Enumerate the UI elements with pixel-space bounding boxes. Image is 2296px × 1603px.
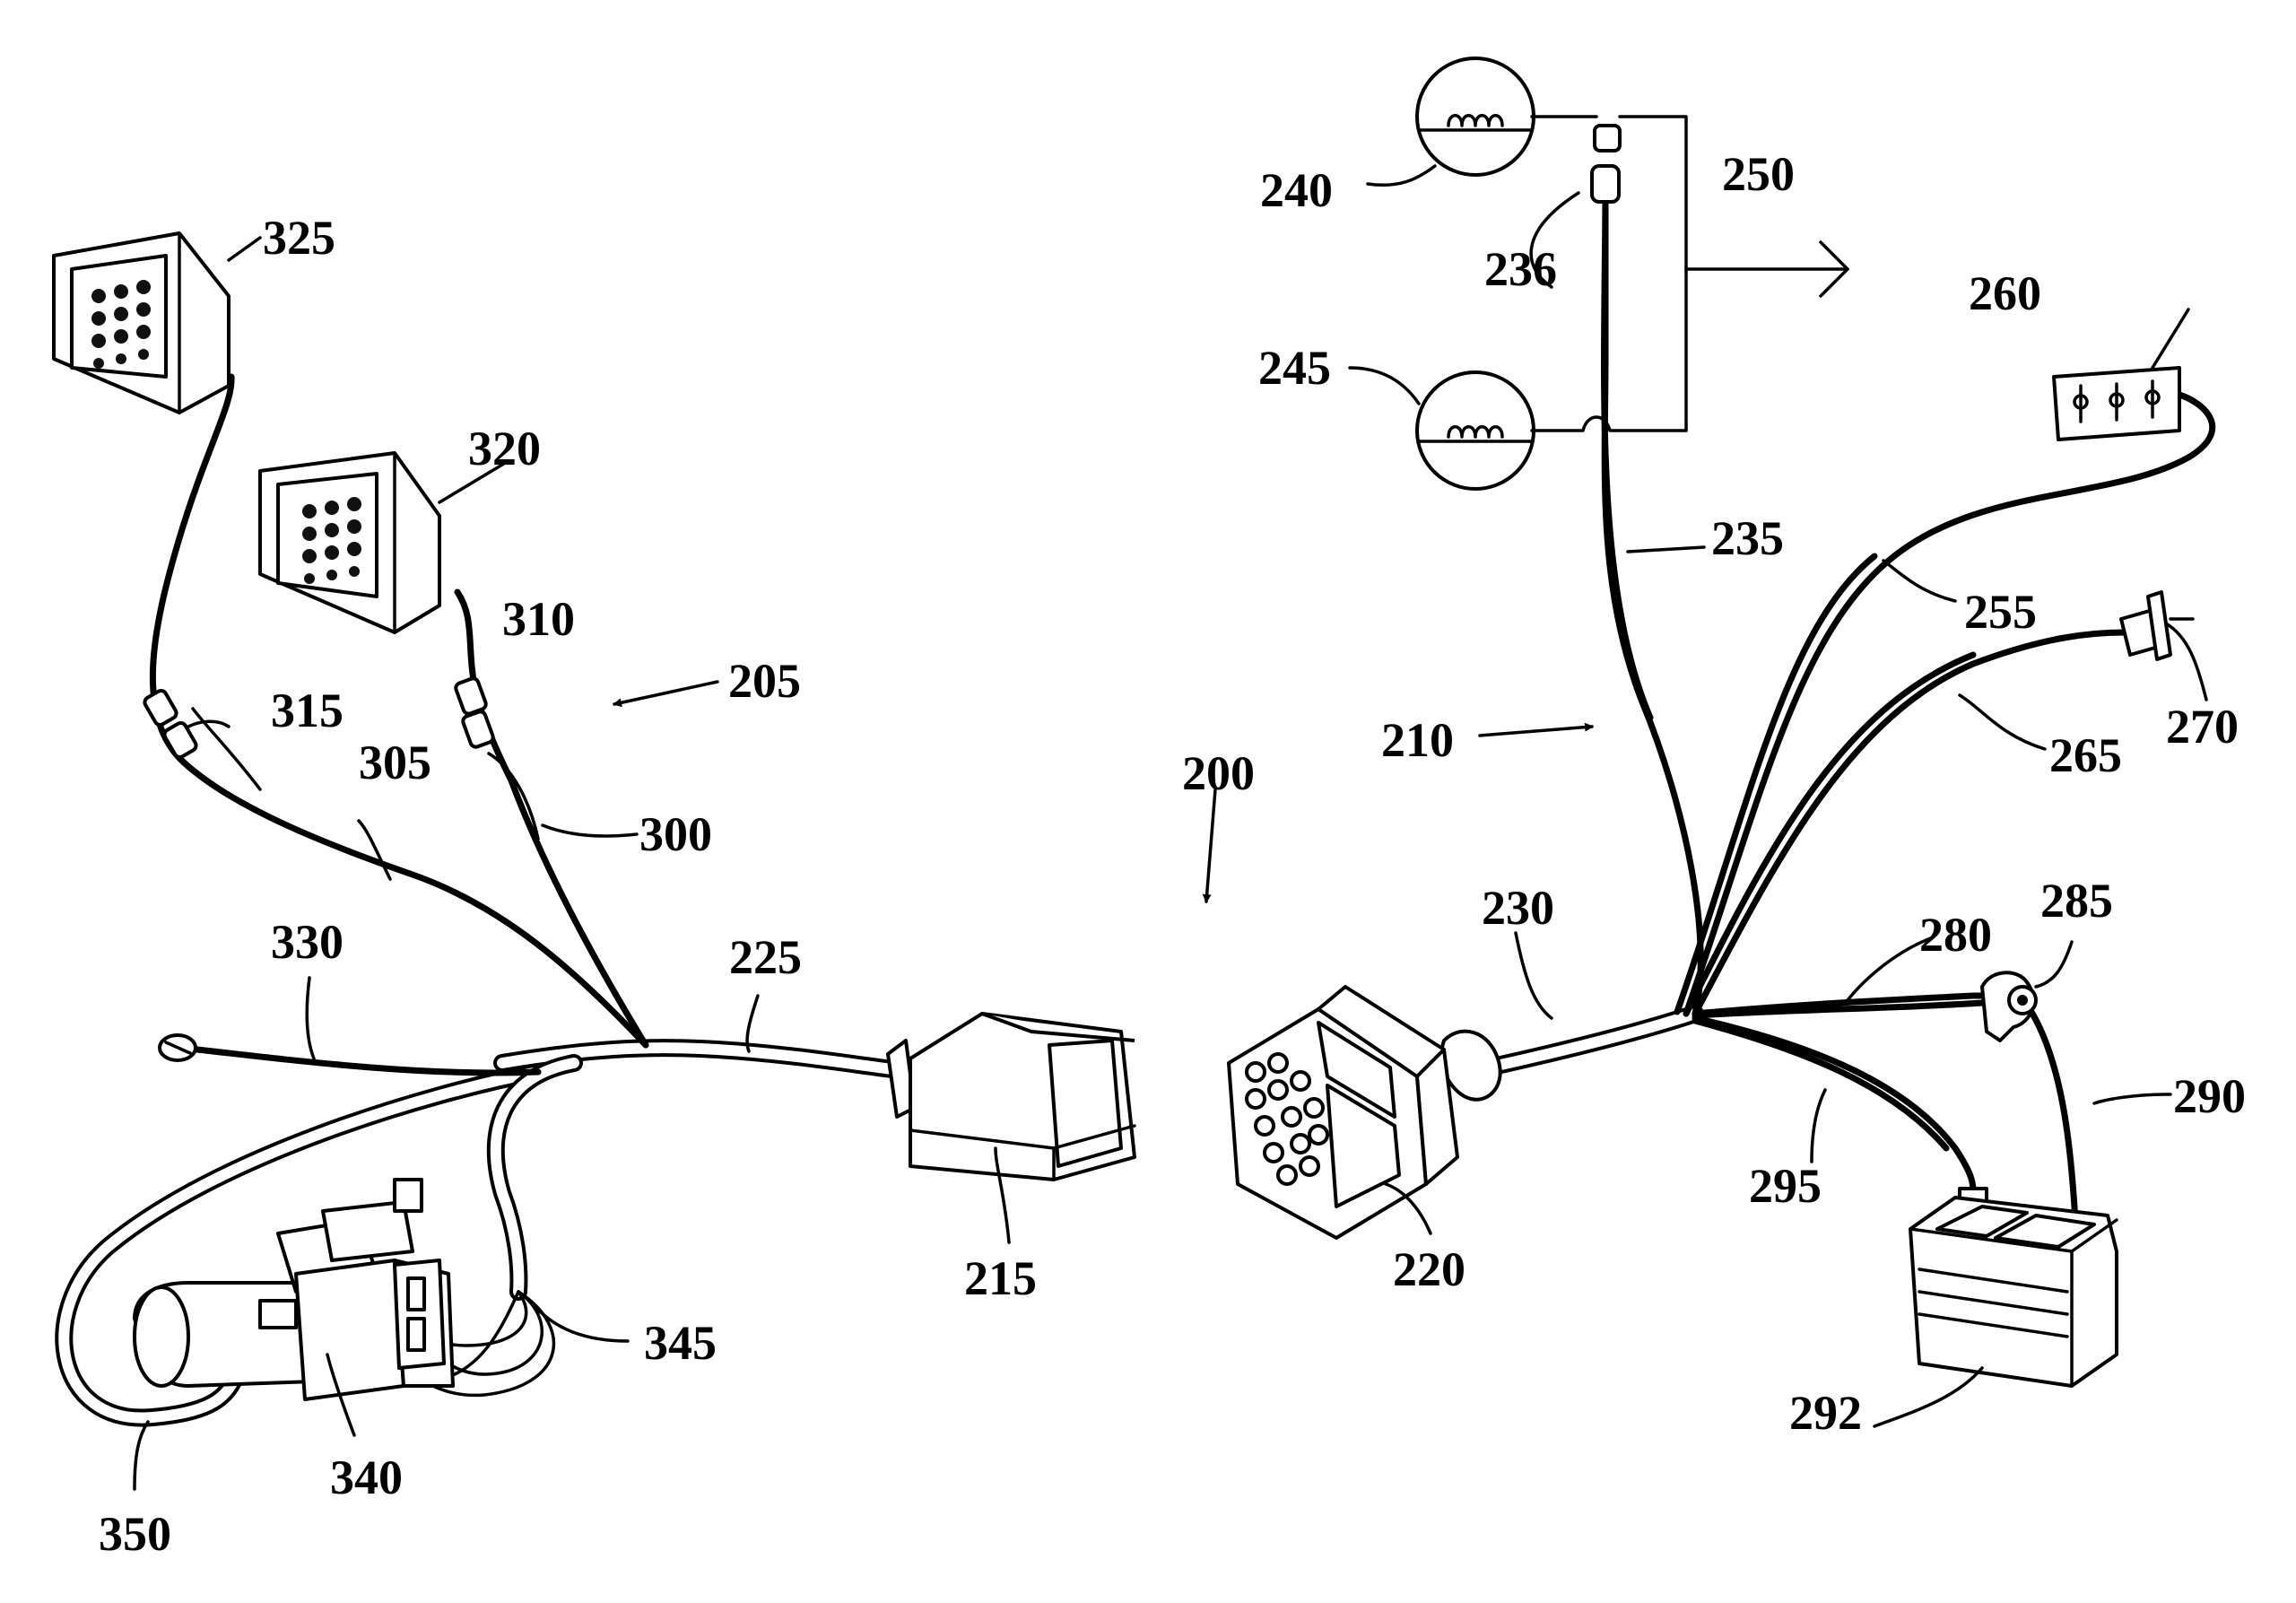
cable-330 — [158, 1033, 542, 1076]
label-290: 290 — [2173, 1069, 2246, 1123]
label-300: 300 — [639, 807, 712, 861]
label-240: 240 — [1260, 163, 1333, 217]
coil-240 — [1415, 57, 1598, 177]
label-260: 260 — [1969, 266, 2041, 320]
cable-295 — [1692, 1015, 1988, 1217]
cable-255 — [1674, 391, 2216, 1017]
label-205: 205 — [728, 654, 801, 708]
cable-300 — [454, 588, 649, 1049]
battery-292 — [1909, 1196, 2118, 1388]
leader-lines — [133, 164, 2208, 1491]
branch-cable-345 — [384, 1054, 583, 1398]
label-310: 310 — [502, 592, 575, 646]
label-255: 255 — [1964, 585, 2037, 639]
connector-220 — [1227, 985, 1459, 1240]
right-harness — [1227, 57, 2216, 1388]
label-250: 250 — [1722, 147, 1795, 201]
trunk-cable-225 — [493, 1039, 901, 1078]
label-265: 265 — [2049, 728, 2122, 782]
label-215: 215 — [964, 1251, 1037, 1305]
label-292: 292 — [1789, 1386, 1862, 1440]
cable-305 — [143, 373, 649, 1049]
coil-245 — [1415, 370, 1688, 491]
lamp-320 — [258, 451, 441, 634]
label-340: 340 — [330, 1451, 403, 1504]
label-350: 350 — [99, 1507, 171, 1561]
label-320: 320 — [468, 422, 541, 475]
label-270: 270 — [2166, 700, 2239, 754]
label-325: 325 — [263, 211, 335, 265]
label-230: 230 — [1482, 881, 1554, 935]
cable-280 — [1692, 992, 1990, 1019]
sensor-285 — [1980, 971, 2038, 1042]
bracket-250 — [1618, 115, 1849, 432]
trunk-cable-230 — [1439, 1005, 1704, 1102]
label-236: 236 — [1484, 242, 1557, 296]
plug-270 — [2119, 590, 2195, 661]
cable-265 — [1683, 629, 2129, 1017]
label-280: 280 — [1919, 908, 1992, 962]
label-245: 245 — [1258, 341, 1331, 395]
cable-235 — [1590, 124, 1704, 1017]
loop-cable-350 — [55, 1063, 547, 1427]
label-220: 220 — [1393, 1242, 1465, 1296]
label-330: 330 — [271, 915, 344, 969]
label-305: 305 — [359, 736, 431, 789]
label-200: 200 — [1182, 746, 1255, 800]
label-295: 295 — [1749, 1159, 1822, 1213]
label-235: 235 — [1711, 511, 1784, 565]
label-315: 315 — [271, 684, 344, 737]
reference-labels: 200 205 210 215 220 225 230 235 236 240 … — [99, 147, 2246, 1561]
label-345: 345 — [644, 1316, 717, 1370]
switch-block-260 — [2052, 366, 2181, 441]
connector-215 — [886, 1012, 1136, 1181]
label-285: 285 — [2040, 874, 2113, 928]
label-210: 210 — [1381, 713, 1454, 767]
lamp-325 — [52, 231, 230, 414]
left-harness — [52, 231, 1136, 1427]
label-225: 225 — [729, 930, 802, 984]
module-340 — [133, 1178, 455, 1401]
